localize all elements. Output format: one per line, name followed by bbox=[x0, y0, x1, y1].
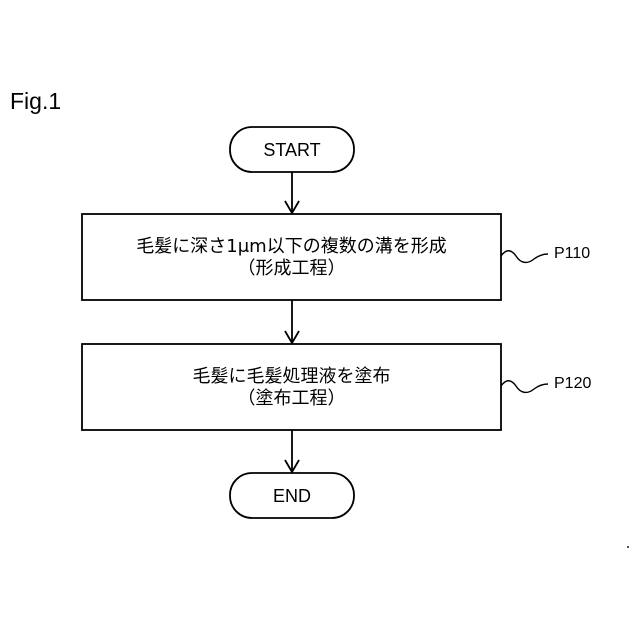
step2-text: 毛髪に毛髪処理液を塗布 （塗布工程） bbox=[82, 366, 501, 410]
step1-reference-number: P110 bbox=[554, 245, 590, 263]
step2-reference-number: P120 bbox=[554, 375, 591, 393]
step1-description: 毛髪に深さ1μm以下の複数の溝を形成 bbox=[82, 236, 501, 258]
step2-description: 毛髪に毛髪処理液を塗布 bbox=[82, 366, 501, 388]
start-label: START bbox=[230, 139, 354, 161]
step2-step-name: （塗布工程） bbox=[82, 388, 501, 410]
step1-text: 毛髪に深さ1μm以下の複数の溝を形成 （形成工程） bbox=[82, 236, 501, 280]
step2-ref-leader bbox=[501, 381, 548, 393]
step1-ref-leader bbox=[501, 251, 548, 263]
scan-speck bbox=[627, 546, 629, 548]
figure-label: Fig.1 bbox=[10, 90, 61, 113]
step1-step-name: （形成工程） bbox=[82, 258, 501, 280]
end-label: END bbox=[230, 485, 354, 507]
